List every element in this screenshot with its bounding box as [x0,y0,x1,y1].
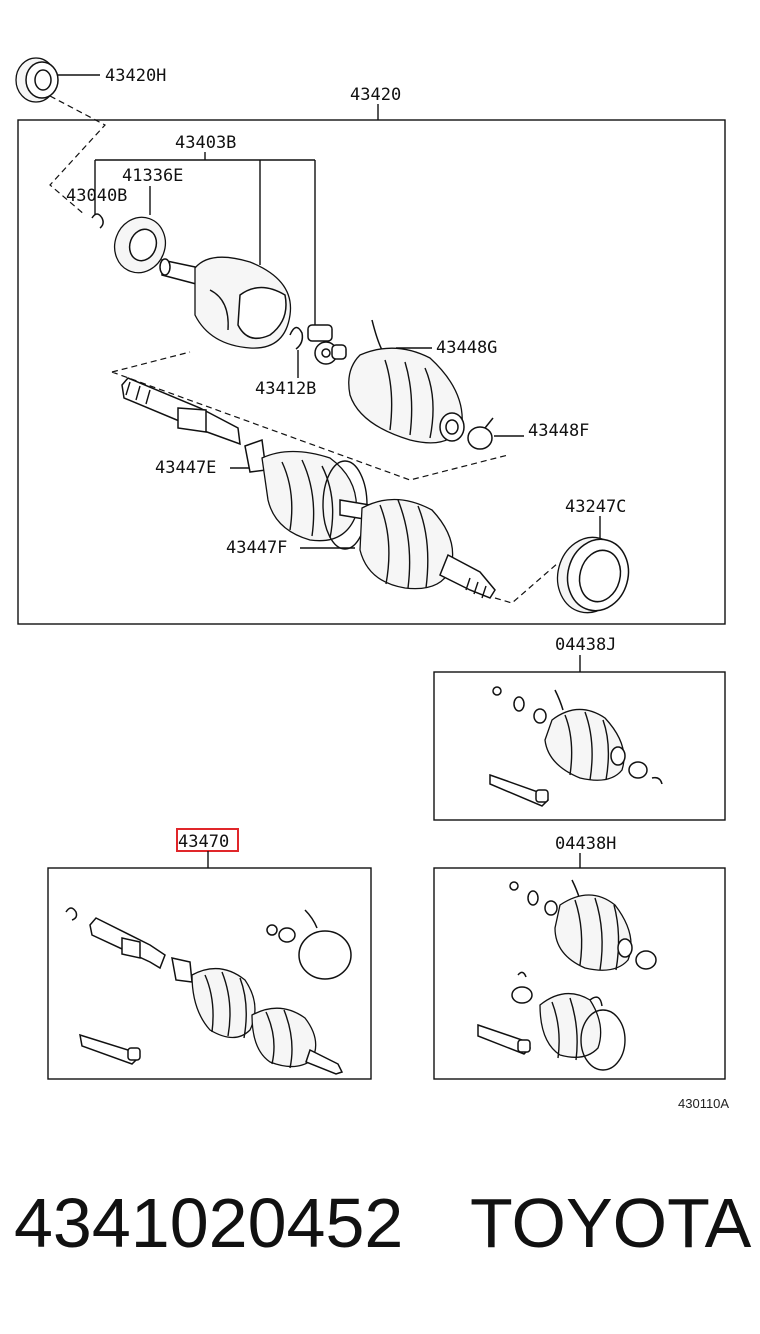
label-43470: 43470 [178,832,229,852]
kit-box-04438J [433,671,726,821]
boot-kit-04438J-parts [489,686,663,807]
dashed-leader-seal [49,95,106,216]
label-43420: 43420 [350,85,401,105]
clip-43040B [91,213,104,229]
inner-boot-43447E [244,438,368,550]
label-43247C: 43247C [565,497,626,517]
washer-41336E [113,216,167,274]
shaft-assembly-43470-parts [65,907,352,1075]
label-43420H: 43420H [105,66,166,86]
outer-joint-housing [159,256,292,349]
label-43040B: 43040B [66,186,127,206]
kit-box-43470 [47,867,372,1080]
clamp-43448F [467,417,494,450]
boot-43448G [348,319,465,444]
label-43447E: 43447E [155,458,216,478]
catalog-code: 430110A [678,1096,729,1111]
assembly-box-43420 [17,119,726,625]
parts-diagram: 43420H 43420 43403B 41336E 43040B 43412B [15,57,729,1111]
tripod-joint [307,324,347,365]
label-04438H: 04438H [555,834,616,854]
seal-43420H [15,57,59,103]
circlip-43412B [289,326,304,350]
label-43448F: 43448F [528,421,589,441]
outer-boot-43447F [339,498,496,599]
label-41336E: 41336E [122,166,183,186]
seal-43247C [556,536,630,614]
kit-box-04438H [433,867,726,1080]
part-number: 4341020452 [14,1184,404,1262]
dashed-leader-43247C [494,562,559,604]
label-04438J: 04438J [555,635,616,655]
bracket-43403B [94,152,316,325]
label-43403B: 43403B [175,133,236,153]
drive-shaft [121,377,241,446]
label-43412B: 43412B [255,379,316,399]
brand-name: TOYOTA [470,1184,752,1262]
dashed-group-outline [111,351,509,481]
label-43447F: 43447F [226,538,287,558]
label-43448G: 43448G [436,338,497,358]
boot-kit-04438H-parts [477,879,657,1071]
